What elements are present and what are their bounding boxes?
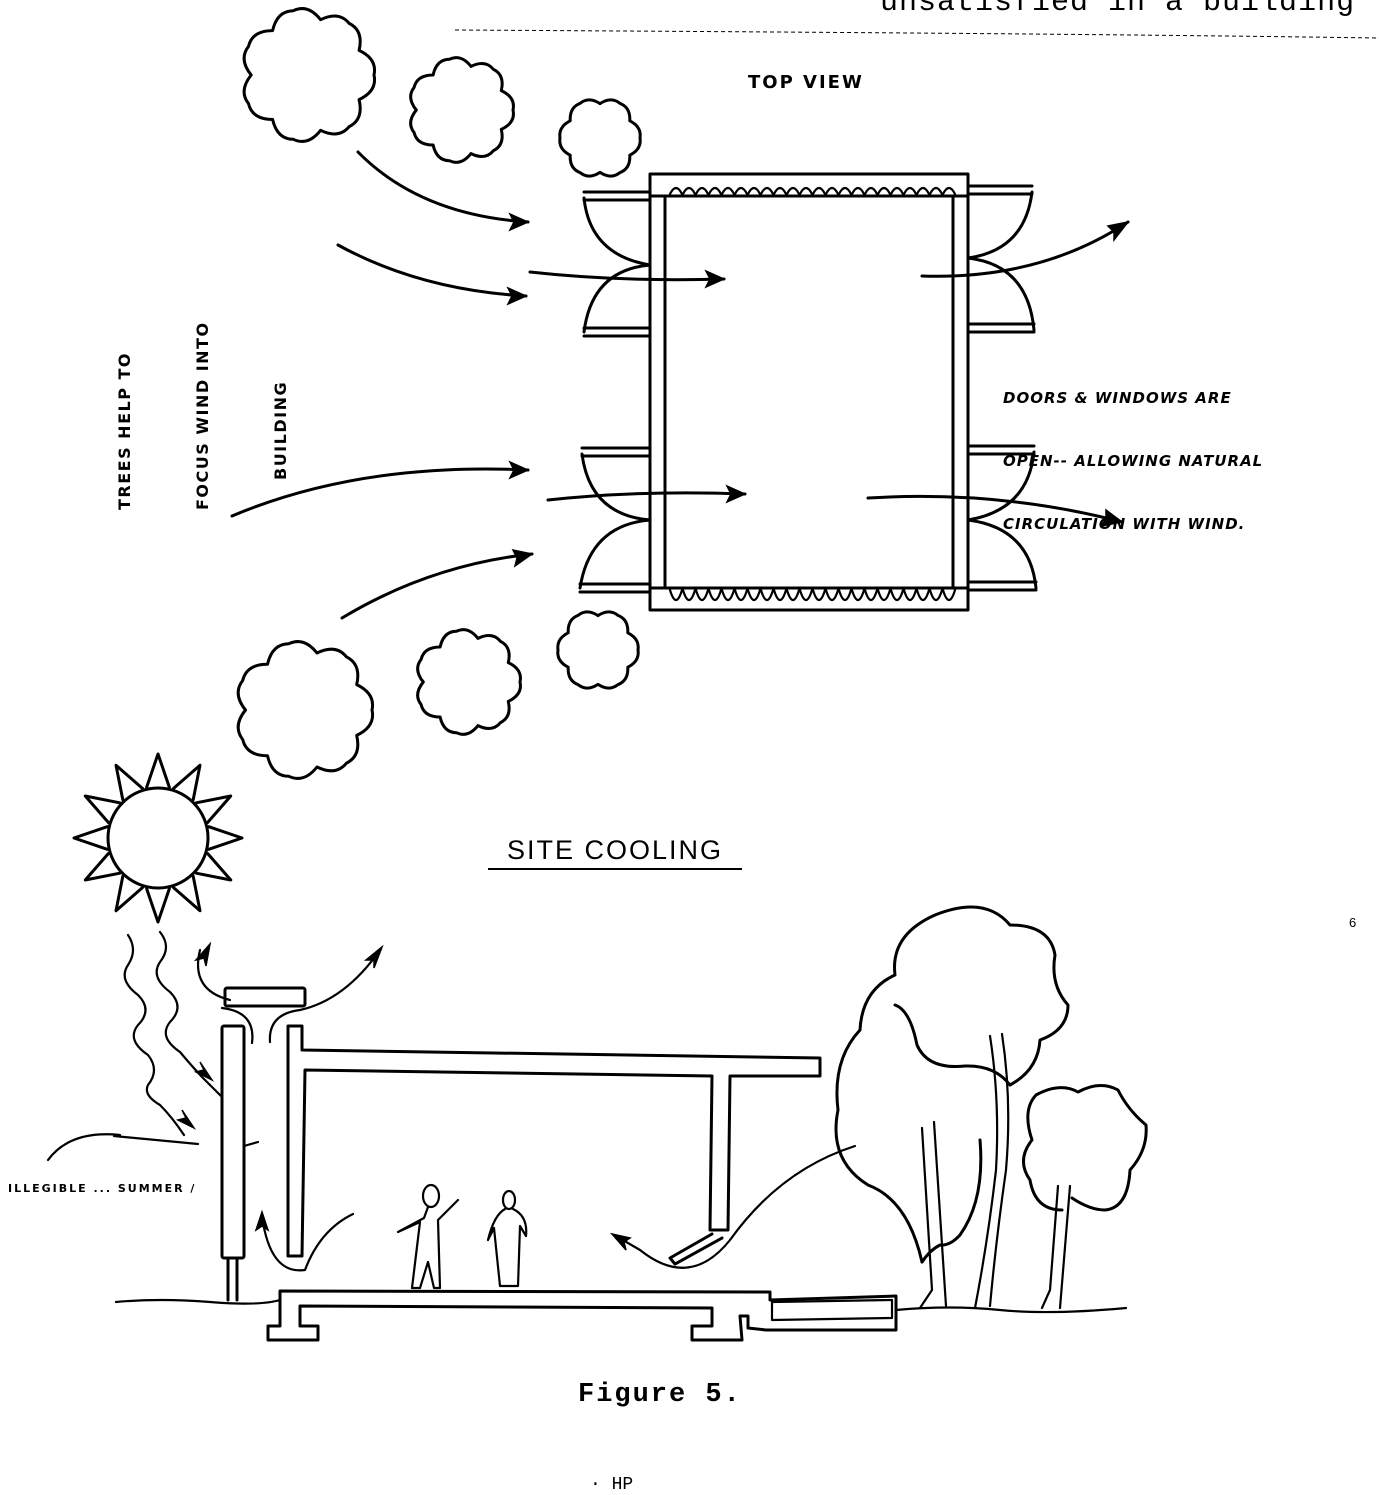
sun-ray <box>145 887 171 924</box>
margin-mark: 6 <box>1349 915 1357 930</box>
insulation-hatch <box>824 186 840 196</box>
figure-caption: Figure 5. <box>578 1380 742 1410</box>
insulation-hatch <box>850 186 866 196</box>
left-margin-scribble: ILLEGIBLE ... SUMMER / <box>8 1182 197 1195</box>
doors-note-line-3: CIRCULATION WITH WIND. <box>1003 515 1246 533</box>
sun-ray <box>194 794 233 824</box>
insulation-hatch <box>850 588 866 602</box>
sun-ray <box>194 852 233 882</box>
insulation-hatch <box>733 588 749 602</box>
site-cooling-title-text: SITE COOLING <box>507 835 724 865</box>
insulation-hatch <box>941 588 957 602</box>
insulation-hatch <box>915 186 931 196</box>
insulation-hatch <box>941 186 957 196</box>
insulation-hatch <box>928 186 944 196</box>
insulation-hatch <box>824 588 840 602</box>
insulation-hatch <box>915 588 931 602</box>
insulation-hatch <box>837 186 853 196</box>
insulation-hatch <box>811 186 827 196</box>
solar-radiation-arrows <box>123 930 232 1137</box>
insulation-hatch <box>876 186 892 196</box>
tree-canopy-icon <box>558 98 642 178</box>
sun-ray <box>207 825 244 851</box>
insulation-hatch <box>772 186 788 196</box>
insulation-hatch <box>759 186 775 196</box>
building-plan <box>578 172 1038 612</box>
header-text-fragment: unsatisfied in a building <box>880 0 1356 20</box>
left-door-swings <box>578 190 652 594</box>
sun-ray <box>83 794 122 824</box>
right-door-swings <box>966 184 1038 592</box>
person-left <box>396 1183 460 1290</box>
tree-canopy-icon <box>416 628 522 736</box>
insulation-hatch <box>889 186 905 196</box>
site-cooling-title: SITE COOLING <box>488 804 743 870</box>
insulation-hatch <box>694 588 710 602</box>
insulation-hatch <box>837 588 853 602</box>
insulation-hatch <box>811 588 827 602</box>
wind-arrows-top-view <box>230 150 1130 620</box>
page-bottom-fragment: · HP <box>590 1475 634 1495</box>
sun-ray <box>172 763 202 802</box>
sun-ray <box>114 763 144 802</box>
insulation-hatch <box>772 588 788 602</box>
building-section <box>114 986 1128 1342</box>
insulation-hatch <box>928 588 944 602</box>
insulation-hatch <box>720 186 736 196</box>
insulation-hatch <box>876 588 892 602</box>
insulation-hatch <box>863 186 879 196</box>
sun-ray <box>114 874 144 913</box>
insulation-hatch <box>668 588 684 602</box>
sun-ray <box>172 874 202 913</box>
tree-canopy-icon <box>242 7 377 143</box>
top-view-label: TOP VIEW <box>748 72 864 93</box>
insulation-hatch <box>681 186 697 196</box>
tree-canopy-icon <box>236 640 375 780</box>
insulation-hatch <box>668 186 684 196</box>
insulation-hatch <box>746 588 762 602</box>
insulation-hatch <box>902 588 918 602</box>
insulation-hatch <box>798 186 814 196</box>
top-view-trees <box>236 7 642 780</box>
header-rule <box>454 29 1379 39</box>
person-right <box>486 1189 528 1288</box>
tree-canopy-icon <box>409 56 515 164</box>
insulation-bottom <box>668 588 957 602</box>
insulation-hatch <box>694 186 710 196</box>
trees-note-line-3: BUILDING <box>271 380 290 480</box>
insulation-hatch <box>733 186 749 196</box>
sun-ray <box>83 852 122 882</box>
sun-icon <box>72 752 244 924</box>
insulation-hatch <box>902 186 918 196</box>
insulation-hatch <box>785 186 801 196</box>
insulation-hatch <box>746 186 762 196</box>
doors-windows-note: DOORS & WINDOWS ARE OPEN-- ALLOWING NATU… <box>1003 346 1263 556</box>
sun-ray <box>145 752 171 789</box>
insulation-hatch <box>798 588 814 602</box>
insulation-hatch <box>759 588 775 602</box>
trees-note-line-2: FOCUS WIND INTO <box>193 321 212 510</box>
doors-note-line-2: OPEN-- ALLOWING NATURAL <box>1003 452 1264 470</box>
trees-note-line-1: TREES HELP TO <box>115 351 134 510</box>
stack-ventilation-arrows <box>46 944 857 1272</box>
insulation-hatch <box>707 186 723 196</box>
insulation-hatch <box>681 588 697 602</box>
sun-ray <box>72 825 109 851</box>
insulation-hatch <box>785 588 801 602</box>
doors-note-line-1: DOORS & WINDOWS ARE <box>1003 389 1232 407</box>
tree-canopy-icon <box>556 610 640 690</box>
insulation-hatch <box>707 588 723 602</box>
insulation-hatch <box>889 588 905 602</box>
insulation-top <box>668 186 957 196</box>
trees-note: TREES HELP TO FOCUS WIND INTO BUILDING <box>60 321 320 510</box>
insulation-hatch <box>863 588 879 602</box>
section-trees <box>834 905 1148 1310</box>
insulation-hatch <box>720 588 736 602</box>
